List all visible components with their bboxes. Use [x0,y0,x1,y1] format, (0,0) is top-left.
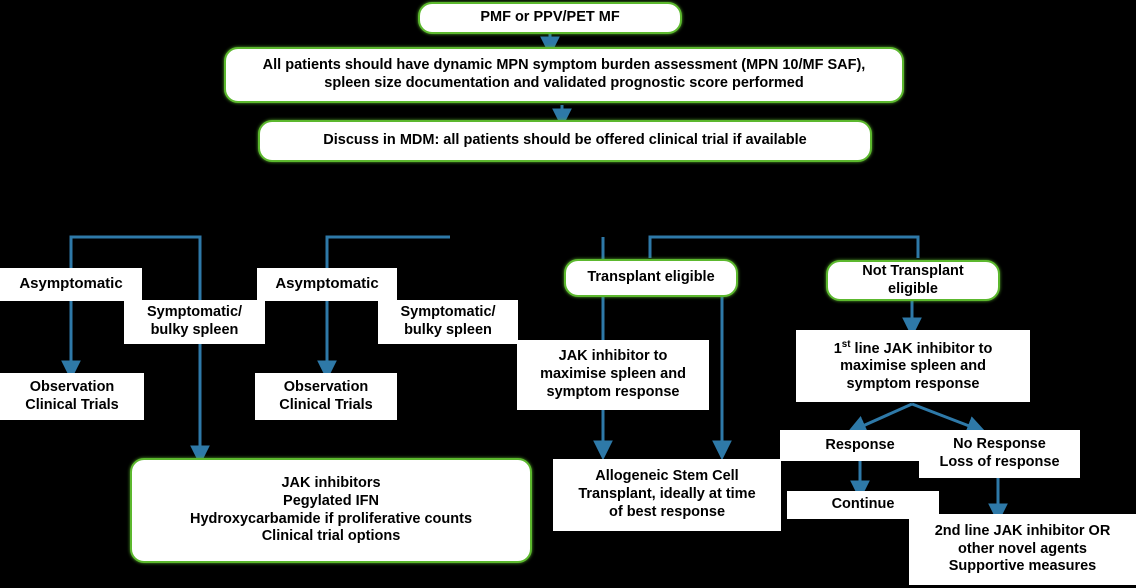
node-second-line-line2: other novel agents [958,540,1087,557]
node-mdm-label: Discuss in MDM: all patients should be o… [323,132,807,149]
node-treatment-options-line4: Clinical trial options [261,528,401,545]
node-no-response-line1: No Response [953,436,1046,453]
node-symptomatic-left-line2: bulky spleen [150,322,239,338]
node-first-line-jak-ordinal: 1 [833,340,842,357]
node-not-transplant-eligible-line2: eligible [888,280,938,297]
node-second-line[interactable]: 2nd line JAK inhibitor OR other novel ag… [909,514,1136,585]
node-first-line-jak-rest: line JAK inhibitor to [850,340,993,357]
node-observation-mid[interactable]: Observation Clinical Trials [255,373,397,420]
node-allogeneic-line1: Allogeneic Stem Cell [595,468,739,485]
node-first-line-jak-line3: symptom response [846,375,980,392]
connector-firstline-to-response [846,402,913,435]
node-symptomatic-mid[interactable]: Symptomatic/ bulky spleen [378,300,518,344]
node-transplant-eligible[interactable]: Transplant eligible [564,259,738,297]
node-treatment-options-line3: Hydroxycarbamide if proliferative counts [189,510,473,527]
node-second-line-line1: 2nd line JAK inhibitor OR [934,522,1111,539]
node-jak-maximise[interactable]: JAK inhibitor to maximise spleen and sym… [517,340,709,410]
node-jak-maximise-line2: maximise spleen and [540,366,686,383]
node-response[interactable]: Response [780,430,940,461]
node-no-response[interactable]: No Response Loss of response [919,430,1080,478]
node-symptomatic-mid-line1: Symptomatic/ [400,304,496,321]
node-treatment-options-line2: Pegylated IFN [283,492,379,509]
node-treatment-options-line1: JAK inhibitors [281,475,381,492]
node-first-line-jak-line2: maximise spleen and [840,358,986,375]
node-allogeneic-line2: Transplant, ideally at time [578,486,756,503]
node-assessment[interactable]: All patients should have dynamic MPN sym… [224,47,904,103]
node-symptomatic-left-line1: Symptomatic/ [146,304,243,321]
node-observation-left-line2: Clinical Trials [25,396,119,413]
node-diagnosis[interactable]: PMF or PPV/PET MF [418,2,682,34]
node-symptomatic-left[interactable]: Symptomatic/ bulky spleen [124,300,265,344]
node-not-transplant-eligible[interactable]: Not Transplant eligible [826,260,1000,301]
node-treatment-options[interactable]: JAK inhibitors Pegylated IFN Hydroxycarb… [130,458,532,563]
node-not-transplant-eligible-line1: Not Transplant [862,262,964,279]
node-observation-left[interactable]: Observation Clinical Trials [0,373,144,420]
node-observation-mid-line2: Clinical Trials [279,396,373,413]
node-first-line-jak-ordinal-suffix: st [841,338,851,350]
node-no-response-line2: Loss of response [939,454,1060,470]
connector-mid-bracket [325,235,450,268]
node-response-label: Response [825,436,895,453]
node-first-line-jak-line1: 1st line JAK inhibitor to [834,339,993,359]
node-first-line-jak[interactable]: 1st line JAK inhibitor to maximise splee… [796,330,1030,402]
node-jak-maximise-line1: JAK inhibitor to [558,348,668,365]
node-asymptomatic-mid[interactable]: Asymptomatic [257,268,397,301]
node-mdm[interactable]: Discuss in MDM: all patients should be o… [258,120,872,162]
node-allogeneic-transplant[interactable]: Allogeneic Stem Cell Transplant, ideally… [553,459,781,531]
node-observation-mid-line1: Observation [283,378,369,395]
node-continue-label: Continue [831,496,895,513]
node-transplant-eligible-label: Transplant eligible [587,269,715,286]
node-jak-maximise-line3: symptom response [546,383,680,400]
node-asymptomatic-left[interactable]: Asymptomatic [0,268,142,301]
node-allogeneic-line3: of best response [608,503,726,520]
node-observation-left-line1: Observation [29,378,115,395]
node-asymptomatic-mid-label: Asymptomatic [275,275,379,293]
node-asymptomatic-left-label: Asymptomatic [19,275,123,293]
connector-right-bracket [648,235,920,258]
node-diagnosis-label: PMF or PPV/PET MF [480,9,620,26]
node-assessment-label: All patients should have dynamic MPN sym… [262,57,866,91]
node-symptomatic-mid-line2: bulky spleen [404,322,492,338]
connector-firstline-to-noresponse [911,402,987,435]
connector-left-bracket [69,235,202,300]
node-second-line-line3: Supportive measures [948,558,1097,575]
